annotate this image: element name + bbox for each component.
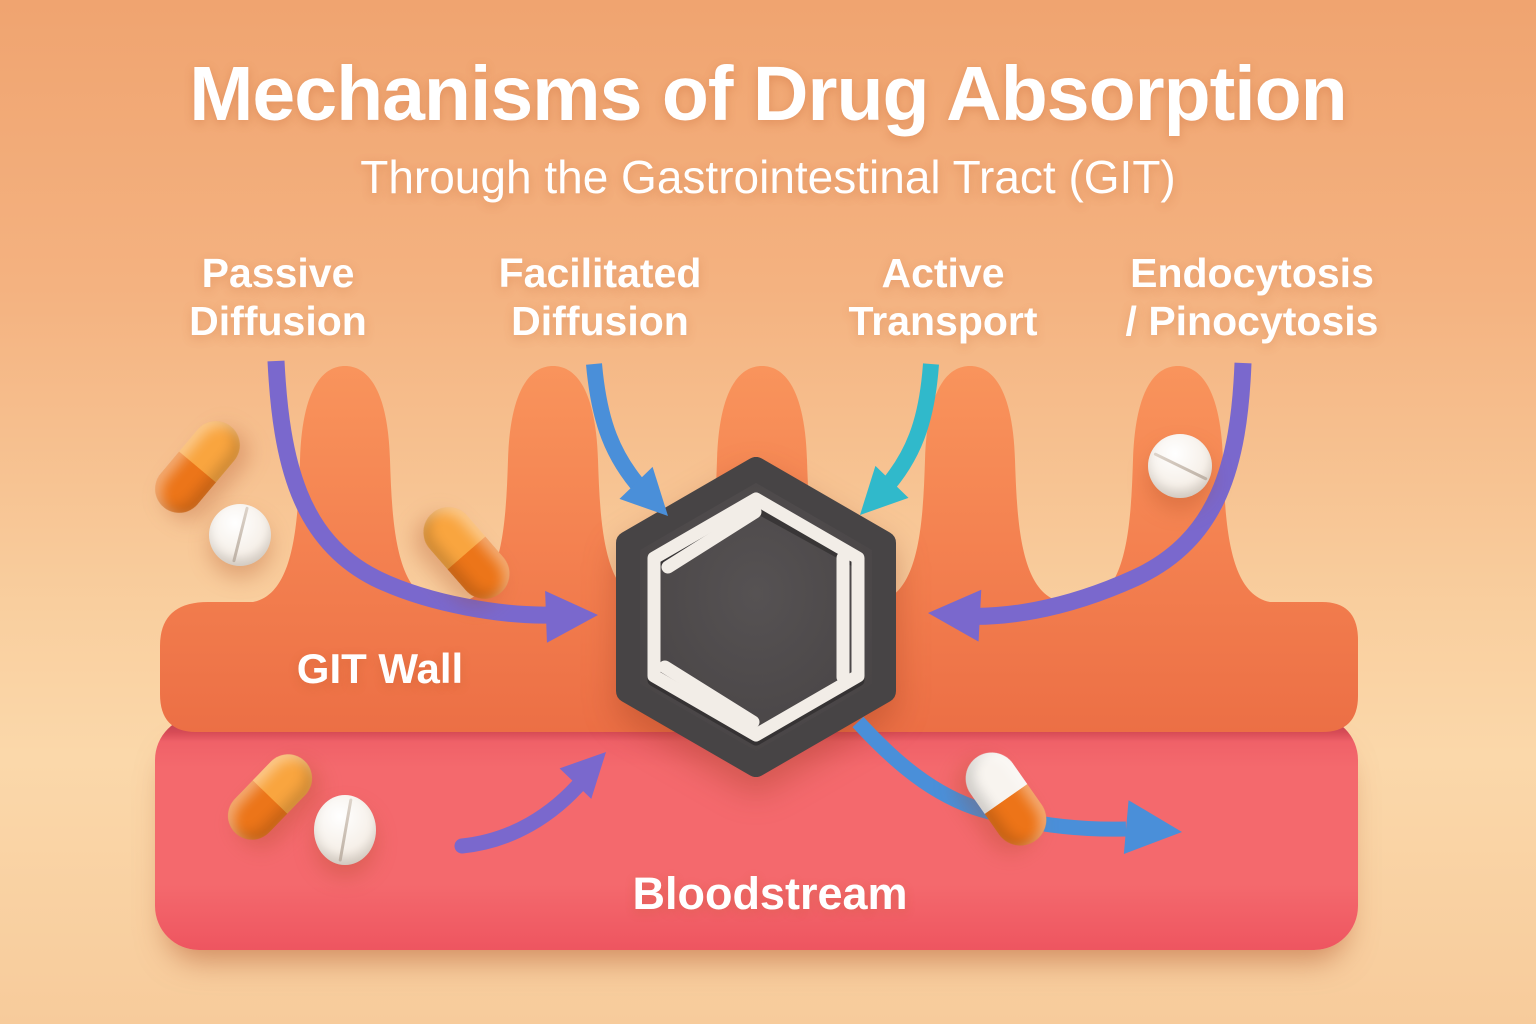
drug-molecule-icon	[616, 457, 896, 777]
mechanism-label-line: / Pinocytosis	[1125, 297, 1379, 344]
mechanism-label-line: Active	[881, 250, 1005, 296]
bloodstream-label: Bloodstream	[632, 868, 908, 919]
page-subtitle: Through the Gastrointestinal Tract (GIT)	[360, 151, 1176, 203]
page-title: Mechanisms of Drug Absorption	[189, 51, 1347, 137]
mechanism-label-line: Transport	[848, 297, 1038, 344]
active-transport-arrow	[860, 363, 939, 515]
mechanism-label-line: Facilitated	[498, 250, 702, 296]
endocytosis-arrow	[928, 362, 1252, 642]
mechanism-label-line: Diffusion	[189, 297, 367, 344]
molecule-bond	[661, 505, 762, 574]
mechanism-label-facilitated-diffusion: Facilitated Diffusion	[499, 250, 702, 345]
tablet-icon	[314, 795, 376, 865]
facilitated-diffusion-arrow	[586, 363, 668, 516]
git-wall-label: GIT Wall	[296, 645, 464, 692]
mechanism-label-passive-diffusion: Passive Diffusion	[189, 250, 367, 345]
tablet-icon	[1148, 434, 1212, 498]
mechanism-label-line: Endocytosis	[1130, 250, 1374, 296]
molecule-bond	[658, 660, 760, 729]
tablet-icon	[209, 504, 271, 566]
molecule-ring	[647, 492, 865, 742]
passive-diffusion-arrow	[267, 360, 598, 643]
mechanism-label-active-transport: Active Transport	[848, 250, 1037, 345]
mechanism-label-line: Diffusion	[511, 297, 689, 344]
mechanism-label-line: Passive	[201, 250, 355, 296]
bloodstream-entry-arrow	[454, 752, 606, 854]
mechanism-label-endocytosis-pinocytosis: Endocytosis / Pinocytosis	[1126, 250, 1379, 345]
